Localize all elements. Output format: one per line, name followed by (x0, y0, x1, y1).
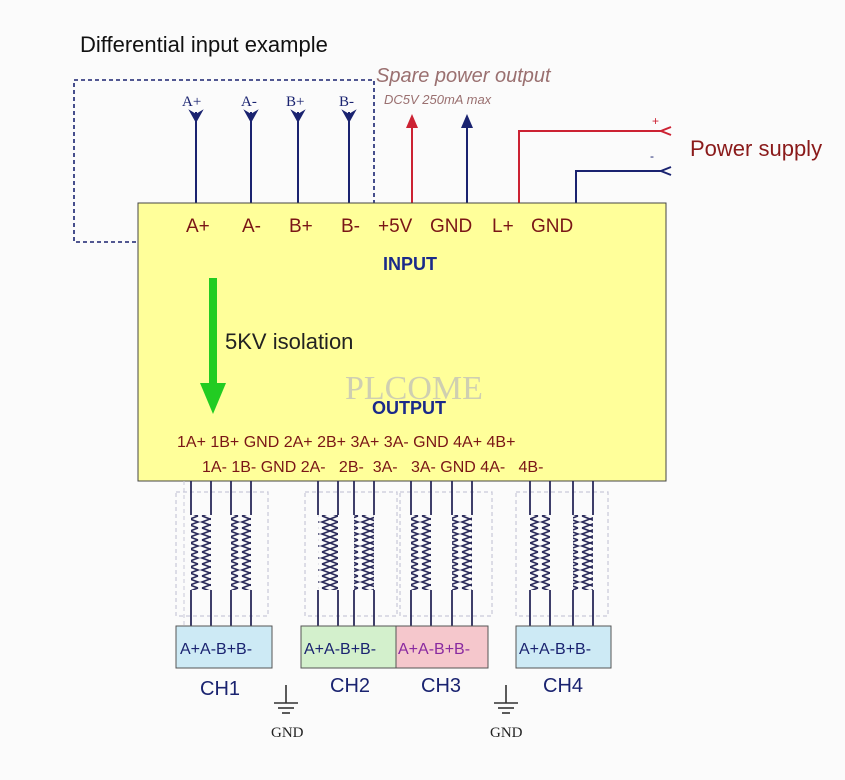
isolation-label: 5KV isolation (225, 329, 353, 354)
gnd-output-arrow (461, 114, 473, 203)
ch2-name: CH2 (330, 675, 370, 697)
power-supply-label: Power supply (690, 136, 822, 161)
diff-arrow-label-b-minus: B- (339, 94, 354, 110)
channel-connector-ch1: A+A-B+B- (175, 625, 273, 669)
input-pin-a-minus: A- (242, 216, 261, 237)
output-pins-row-1: 1A+ 1B+ GND 2A+ 2B+ 3A+ 3A- GND 4A+ 4B+ (177, 434, 515, 451)
power-supply-wires (518, 130, 662, 203)
output-heading: OUTPUT (372, 398, 446, 418)
power-minus-arrowhead (658, 166, 672, 176)
diff-arrow-label-a-minus: A- (241, 94, 257, 110)
twisted-pair-cables (175, 481, 609, 626)
ch1-name: CH1 (200, 678, 240, 700)
channel-connector-ch3: A+A-B+B- (395, 625, 489, 669)
channel-connector-ch4: A+A-B+B- (515, 625, 612, 669)
module-box (137, 202, 667, 482)
watermark: PLCOME (345, 370, 483, 407)
ch4-name: CH4 (543, 675, 583, 697)
ground-label-right: GND (490, 725, 523, 741)
ch1-pins: A+A-B+B- (180, 641, 252, 658)
diff-arrow-label-a-plus: A+ (182, 94, 201, 110)
spare-output-spec: DC5V 250mA max (384, 92, 492, 107)
ground-label-left: GND (271, 725, 304, 741)
input-pin-a-plus: A+ (186, 216, 210, 237)
ch3-pins: A+A-B+B- (398, 641, 470, 658)
ch4-pins: A+A-B+B- (519, 641, 591, 658)
power-minus-sign: - (650, 149, 654, 163)
ground-symbol-right (494, 685, 518, 714)
power-plus-arrowhead (658, 126, 672, 136)
input-pin-b-plus: B+ (289, 216, 313, 237)
input-pin-b-minus: B- (341, 216, 360, 237)
spare-output-title: Spare power output (376, 65, 552, 87)
channel-connector-ch2: A+A-B+B- (300, 625, 397, 669)
plus5v-output-arrow (406, 114, 418, 203)
diagram-title: Differential input example (80, 32, 328, 57)
input-heading: INPUT (383, 254, 437, 274)
ground-symbol-left (274, 685, 298, 714)
ch3-name: CH3 (421, 675, 461, 697)
input-pin-l-plus: L+ (492, 216, 514, 237)
diff-arrow-label-b-plus: B+ (286, 94, 304, 110)
input-pin-gnd-2: GND (531, 216, 573, 237)
power-plus-sign: + (652, 114, 659, 128)
output-pins-row-2: 1A- 1B- GND 2A- 2B- 3A- 3A- GND 4A- 4B- (202, 459, 543, 476)
input-pin-gnd-1: GND (430, 216, 472, 237)
input-pin-plus5v: +5V (378, 216, 413, 237)
isolation-arrow (200, 278, 226, 414)
ch2-pins: A+A-B+B- (304, 641, 376, 658)
diff-input-arrows (188, 109, 357, 203)
